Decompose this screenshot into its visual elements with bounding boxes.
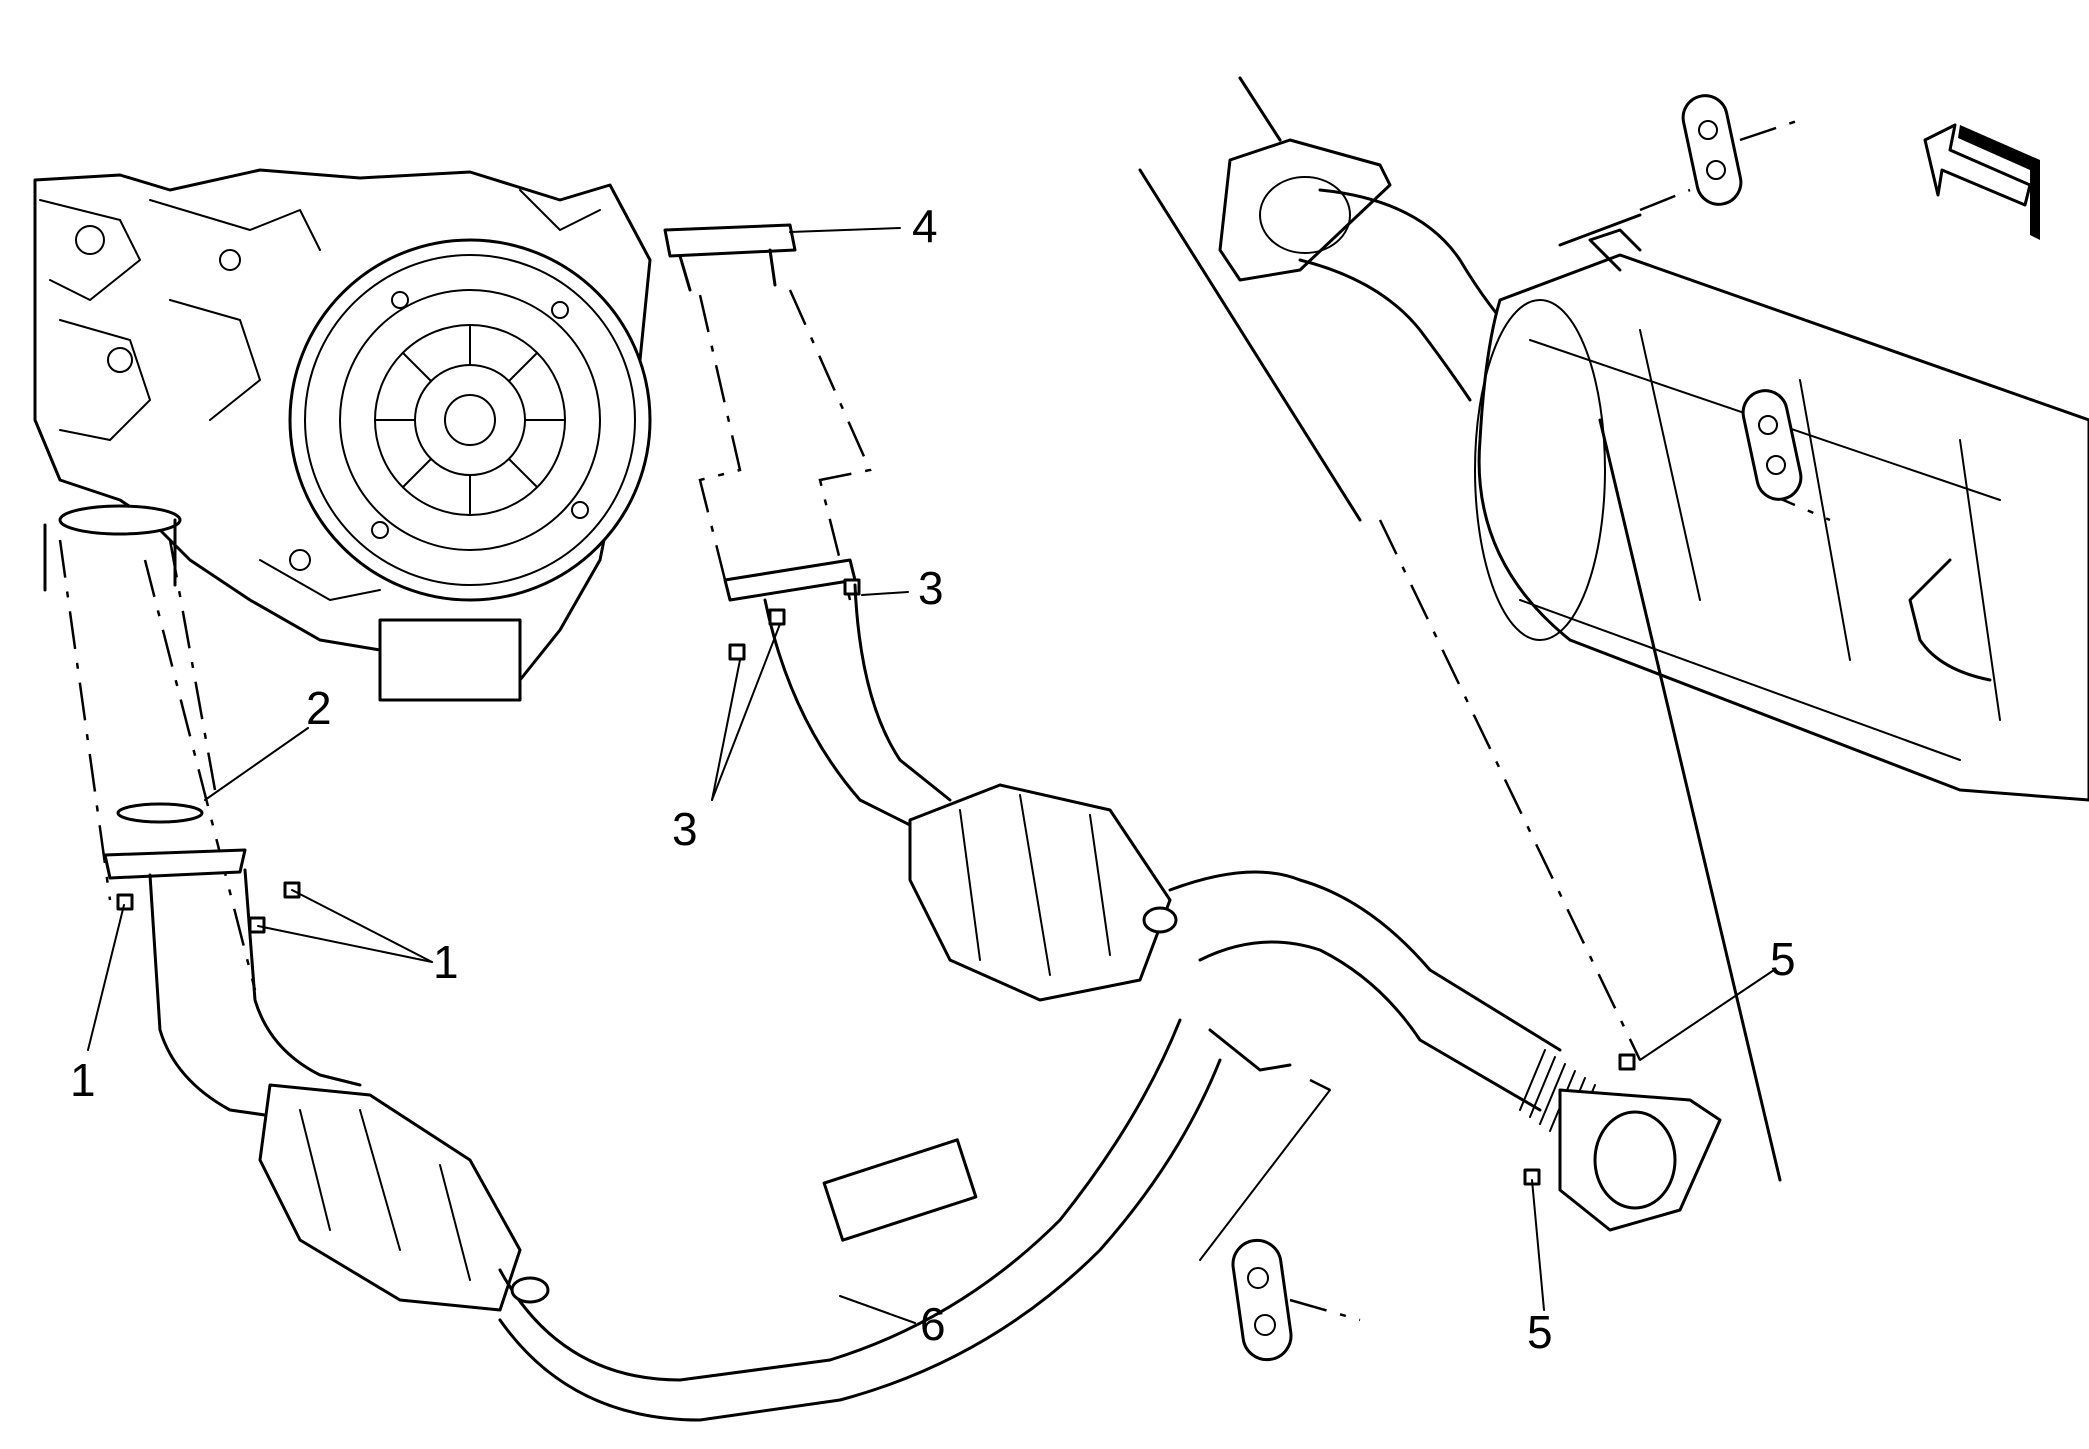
muffler-assembly bbox=[1138, 76, 2089, 1182]
callout-3-left: 3 bbox=[672, 803, 698, 855]
nut bbox=[1618, 1053, 1636, 1071]
callout-1-right: 1 bbox=[433, 936, 459, 988]
nut bbox=[248, 916, 266, 934]
muffler-inlet-flange bbox=[1218, 138, 1392, 282]
y-pipe-assembly bbox=[148, 583, 1722, 1422]
callout-5-bottom: 5 bbox=[1527, 1306, 1553, 1358]
left-flange-assembly bbox=[43, 504, 301, 991]
rubber-hanger bbox=[1681, 94, 1743, 206]
arrow-up-left-icon bbox=[1923, 123, 2040, 240]
callout-1-left: 1 bbox=[70, 1054, 96, 1106]
callout-labels: 4 2 3 3 1 1 5 5 6 bbox=[70, 200, 1796, 1358]
rubber-hanger bbox=[1199, 1089, 1361, 1362]
muffler bbox=[1477, 253, 2089, 802]
callout-2: 2 bbox=[306, 682, 332, 734]
rubber-hanger bbox=[1741, 389, 1803, 501]
callout-4: 4 bbox=[912, 200, 938, 252]
nut bbox=[768, 608, 786, 626]
nut bbox=[843, 578, 861, 596]
callout-5-top: 5 bbox=[1770, 933, 1796, 985]
catalytic-converter bbox=[258, 1083, 522, 1312]
right-flange-assembly bbox=[663, 223, 872, 661]
nut bbox=[728, 643, 746, 661]
catalytic-converter bbox=[908, 783, 1172, 1002]
engine-assembly bbox=[33, 168, 652, 702]
gasket bbox=[116, 802, 204, 824]
nut bbox=[116, 893, 134, 911]
flywheel bbox=[288, 238, 652, 602]
callout-3-right: 3 bbox=[918, 562, 944, 614]
callout-6: 6 bbox=[920, 1298, 946, 1350]
callout-leaders bbox=[87, 227, 1775, 1324]
